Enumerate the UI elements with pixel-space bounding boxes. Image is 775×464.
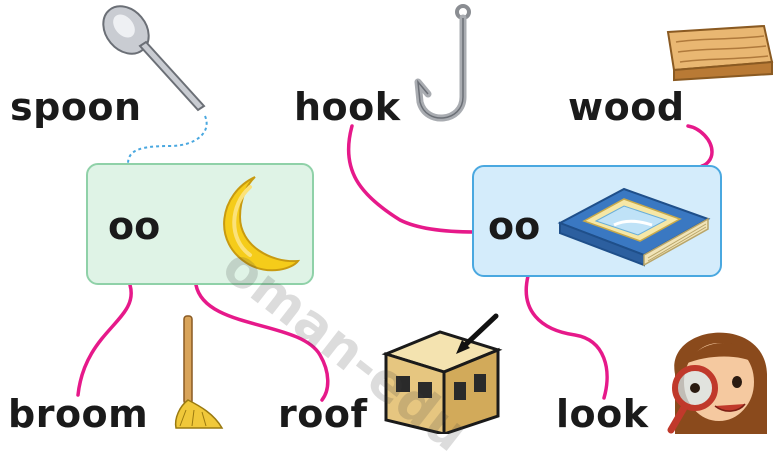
hook-connector [349, 126, 475, 232]
book-icon [554, 179, 714, 269]
spoon-icon [98, 2, 208, 122]
oo-box-moon: oo [86, 163, 314, 285]
house-roof-icon [370, 310, 510, 434]
word-wood: wood [568, 88, 685, 126]
oo-box-book: oo [472, 165, 722, 277]
word-roof: roof [278, 395, 368, 433]
oo-label-left: oo [108, 207, 160, 245]
word-hook: hook [294, 88, 401, 126]
oo-label-right: oo [488, 207, 540, 245]
word-look: look [556, 395, 649, 433]
word-broom: broom [8, 395, 148, 433]
wood-plank-icon [660, 22, 775, 82]
fishing-hook-icon [408, 2, 478, 132]
broom-icon [170, 314, 230, 434]
crescent-moon-icon [200, 173, 300, 273]
look-connector [526, 276, 607, 398]
wood-connector [688, 126, 712, 166]
broom-connector [78, 285, 131, 395]
girl-with-magnifier-icon [655, 314, 775, 434]
